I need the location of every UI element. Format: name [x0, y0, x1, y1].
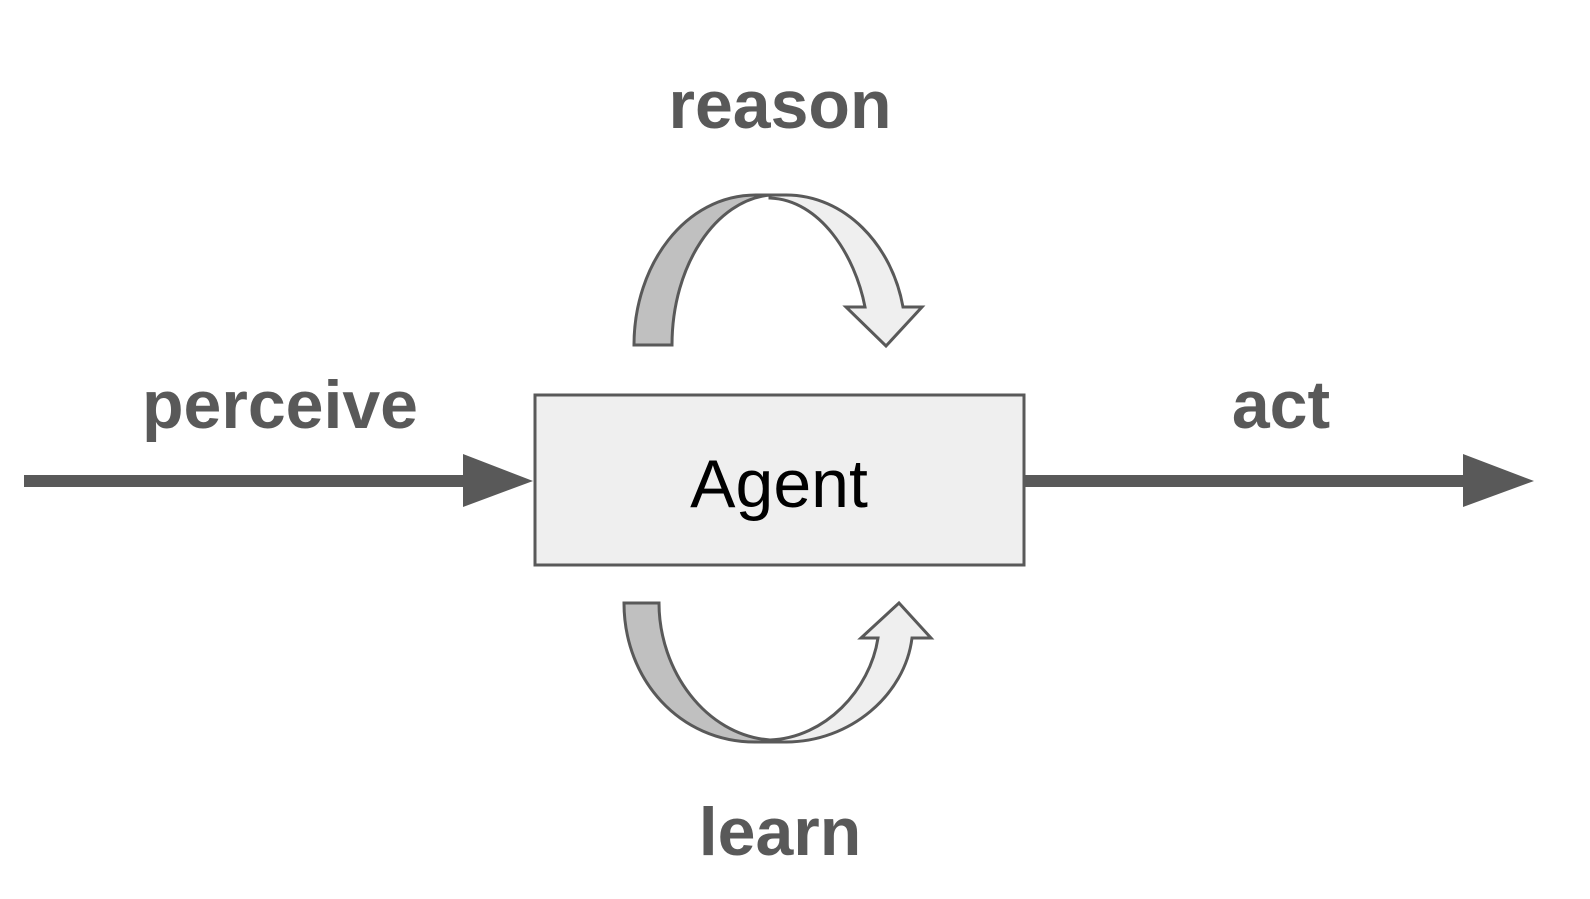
agent-label: Agent	[690, 446, 868, 522]
reason-label: reason	[669, 67, 892, 143]
learn-loop-light-band	[768, 600, 935, 744]
act-arrow-head	[1463, 454, 1534, 507]
perceive-label: perceive	[142, 367, 418, 443]
perceive-arrow-head	[463, 454, 533, 507]
reason-loop-light-band	[768, 193, 926, 349]
perceive-arrow	[24, 454, 533, 507]
act-arrow-shaft	[1025, 475, 1470, 487]
learn-loop-arrow	[622, 600, 935, 744]
reason-loop-dark-band	[632, 193, 771, 347]
act-label: act	[1232, 367, 1330, 443]
learn-loop-dark-band	[622, 601, 772, 744]
reason-loop-arrow	[632, 193, 926, 349]
agent-box	[533, 393, 1026, 567]
learn-label: learn	[699, 794, 862, 870]
act-arrow	[1025, 454, 1534, 507]
perceive-arrow-shaft	[24, 475, 469, 487]
